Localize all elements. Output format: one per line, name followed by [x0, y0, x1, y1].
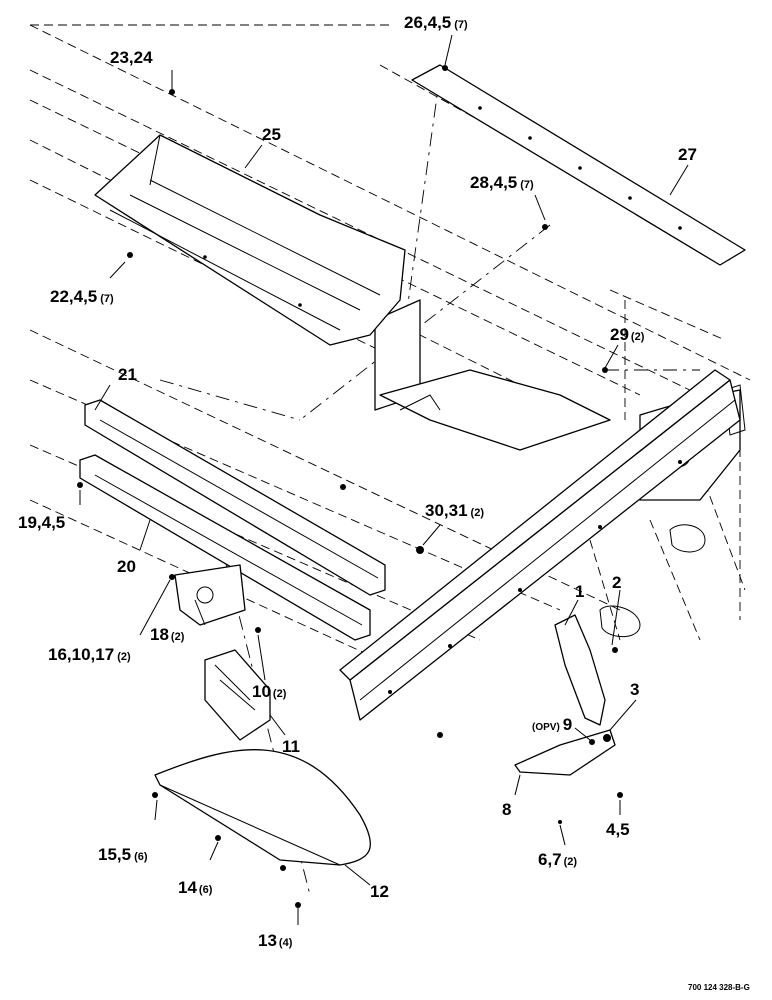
drawing-number: 700 124 328-B-G [688, 983, 750, 992]
callout-21: 21 [118, 365, 137, 384]
callout-16: 16,10,17(2) [48, 645, 131, 664]
callout-13: 13(4) [258, 931, 293, 950]
callout-23: 23,24 [110, 48, 153, 67]
callout-10: 10(2) [252, 682, 287, 701]
callout-12: 12 [370, 882, 389, 901]
callout-labels: 26,4,5(7) 23,24 25 27 28,4,5(7) 22,4,5(7… [18, 13, 697, 950]
callout-30: 30,31(2) [425, 501, 484, 520]
callout-27: 27 [678, 145, 697, 164]
callout-28: 28,4,5(7) [470, 173, 534, 192]
hardware-fasteners [77, 65, 623, 908]
callout-18: 18(2) [150, 625, 185, 644]
angle-strip-21 [84, 399, 386, 596]
callout-20: 20 [117, 557, 136, 576]
callout-19: 19,4,5 [18, 513, 65, 532]
shield-panel-25 [94, 134, 406, 346]
support-11 [204, 649, 271, 741]
callout-9: (OPV)9 [532, 715, 572, 734]
front-beam [339, 369, 741, 721]
callout-11: 11 [282, 737, 300, 756]
callout-8: 8 [502, 800, 511, 819]
callout-29: 29(2) [610, 325, 645, 344]
callout-leaders [79, 34, 689, 925]
bracket-16-18 [174, 564, 246, 626]
callout-3: 3 [630, 680, 639, 699]
skid-shoe-12 [154, 749, 371, 866]
strip-27 [411, 64, 746, 266]
callout-6: 6,7(2) [538, 850, 577, 869]
skid-8 [514, 729, 616, 776]
callout-4: 4,5 [606, 820, 630, 839]
callout-26: 26,4,5(7) [404, 13, 468, 32]
callout-25: 25 [262, 125, 281, 144]
callout-14: 14(6) [178, 878, 213, 897]
angle-strip-20 [79, 454, 371, 641]
callout-15: 15,5(6) [98, 845, 148, 864]
callout-2: 2 [612, 573, 621, 592]
callout-1: 1 [575, 582, 584, 601]
callout-22: 22,4,5(7) [50, 287, 114, 306]
bracket-1 [554, 614, 606, 726]
